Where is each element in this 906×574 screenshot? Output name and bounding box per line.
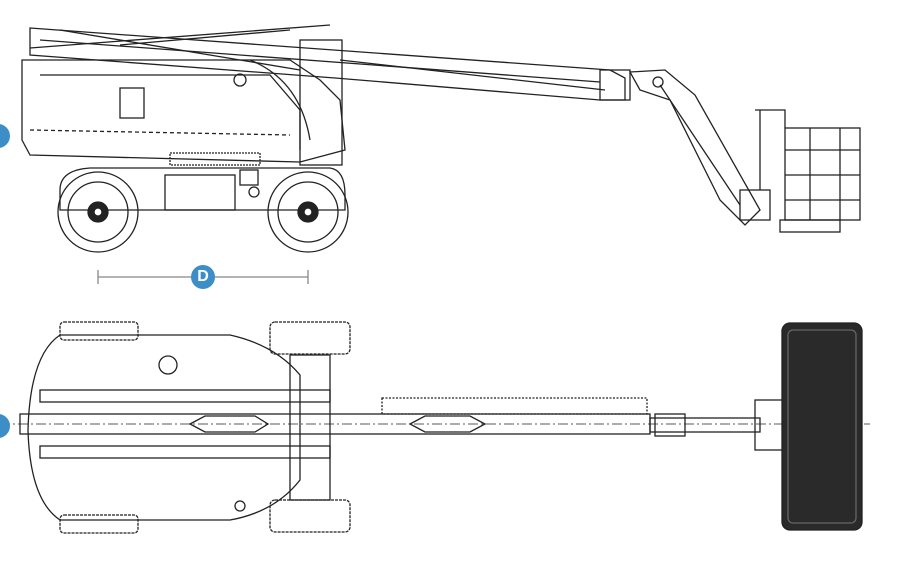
jib-arm bbox=[628, 69, 771, 226]
wheel-rear bbox=[57, 171, 139, 253]
jib-top bbox=[649, 399, 791, 451]
undercarriage bbox=[59, 167, 346, 211]
platform-top bbox=[781, 322, 863, 531]
boom-top bbox=[0, 389, 870, 459]
chassis-body bbox=[21, 39, 346, 166]
turntable bbox=[169, 152, 261, 166]
platform-basket bbox=[755, 109, 861, 233]
chassis-top bbox=[27, 334, 331, 521]
top-view bbox=[0, 321, 870, 534]
dimension-badge-d: D bbox=[191, 265, 215, 289]
side-view-marker bbox=[0, 124, 10, 148]
wheel-front bbox=[267, 171, 349, 253]
side-view bbox=[21, 24, 861, 253]
main-boom bbox=[29, 24, 631, 101]
top-view-marker bbox=[0, 414, 10, 438]
tires-top bbox=[59, 321, 351, 534]
